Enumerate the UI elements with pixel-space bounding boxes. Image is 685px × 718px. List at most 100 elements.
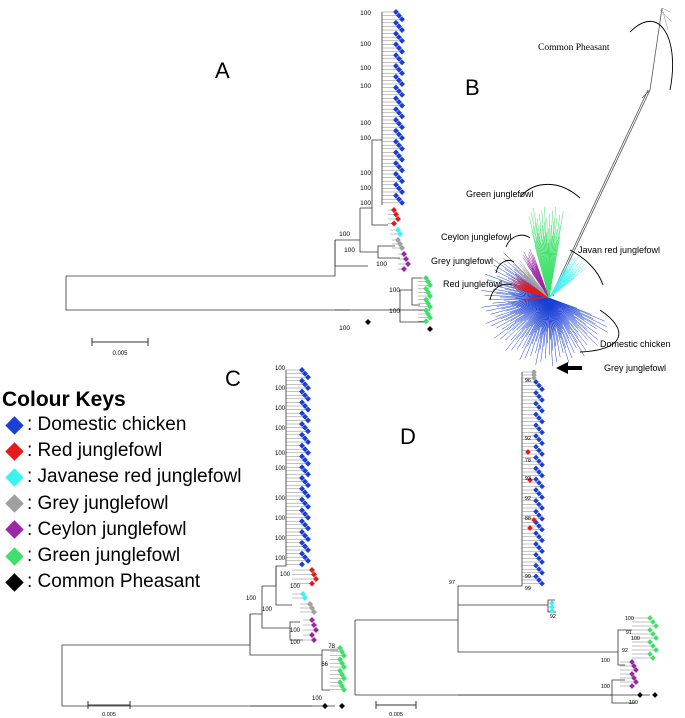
domestic-chicken-tip	[539, 451, 545, 457]
domestic-chicken-tip	[539, 386, 545, 393]
bootstrap-label: 100	[275, 556, 286, 562]
domestic-chicken-tip	[536, 469, 542, 475]
bootstrap-label: 78	[328, 644, 335, 650]
domestic-chicken-tip	[536, 479, 542, 486]
bootstrap-label: 100	[275, 451, 286, 457]
domestic-chicken-tip	[536, 577, 542, 583]
ceylon-junglefowl-tip	[631, 675, 637, 681]
panel-c-branches	[61, 370, 338, 707]
legend-item-label: : Javanese red junglefowl	[27, 466, 242, 488]
grey-junglefowl-branch	[519, 259, 550, 299]
panel-c-bootstrap-labels: 1001001001001001001001001001001001001001…	[246, 366, 336, 702]
panel-b-letter: B	[465, 75, 480, 100]
domestic-chicken-tip	[299, 442, 305, 449]
bootstrap-label: 100	[275, 366, 286, 372]
b-label-ceylon: Ceylon junglefowl	[441, 232, 512, 242]
javan-red-junglefowl-tip	[397, 231, 403, 237]
green-junglefowl-tip	[653, 635, 659, 641]
bootstrap-label: 100	[280, 572, 291, 578]
domestic-chicken-tip	[533, 465, 539, 472]
domestic-chicken-tip	[393, 95, 399, 102]
panel-b-clade-arcs	[489, 20, 674, 353]
green-junglefowl-tip	[650, 619, 656, 625]
domestic-chicken-tip	[536, 555, 542, 562]
domestic-chicken-tip	[536, 425, 542, 432]
bootstrap-label: 97	[449, 580, 455, 586]
bootstrap-label: 66	[321, 662, 328, 668]
domestic-chicken-tip	[396, 77, 402, 84]
domestic-chicken-tip	[533, 573, 539, 580]
domestic-chicken-tip	[393, 127, 399, 134]
diamond-icon	[5, 415, 24, 435]
domestic-chicken-tip	[539, 548, 545, 555]
domestic-chicken-tip	[302, 392, 308, 399]
domestic-chicken-tip	[399, 156, 405, 163]
red-junglefowl-tip	[531, 517, 537, 523]
panel-b-pheasant-branch	[550, 7, 663, 297]
bootstrap-label: 91	[626, 630, 632, 636]
domestic-chicken-tip	[305, 471, 311, 478]
domestic-chicken-tip	[305, 460, 311, 467]
panel-c-letter: C	[225, 366, 241, 391]
legend-item: : Green junglefowl	[0, 543, 290, 569]
bootstrap-label: 100	[629, 700, 638, 706]
domestic-chicken-branch	[481, 297, 550, 308]
bootstrap-label: 93	[525, 476, 531, 482]
domestic-chicken-tip	[299, 453, 305, 460]
bootstrap-label: 100	[389, 287, 400, 294]
common-pheasant-tip	[365, 319, 371, 325]
b-label-green: Green junglefowl	[466, 189, 534, 199]
bootstrap-label: 100	[631, 636, 640, 642]
green-junglefowl-branch	[548, 236, 561, 299]
domestic-chicken-tip	[399, 135, 405, 141]
legend-item-label: : Red junglefowl	[27, 440, 163, 462]
common-pheasant-tip	[322, 703, 328, 709]
domestic-chicken-tip	[396, 88, 402, 95]
green-junglefowl-tip	[647, 639, 653, 645]
domestic-chicken-tip	[302, 435, 308, 442]
domestic-chicken-tip	[302, 457, 308, 463]
bootstrap-label: 78	[525, 458, 531, 464]
panel-a-scale-bar: 0.005	[91, 338, 149, 357]
green-junglefowl-tip	[650, 655, 656, 661]
domestic-chicken-tip	[539, 569, 545, 576]
green-junglefowl-tip	[653, 623, 659, 629]
green-junglefowl-tip	[647, 627, 653, 633]
green-junglefowl-tip	[427, 314, 433, 321]
domestic-chicken-branch	[505, 297, 550, 351]
diamond-icon	[5, 468, 24, 487]
domestic-chicken-tip	[299, 464, 305, 471]
panel-a-scale-label: 0.005	[112, 351, 128, 357]
ceylon-junglefowl-tip	[633, 679, 639, 685]
domestic-chicken-branch	[481, 290, 550, 299]
green-junglefowl-tip	[653, 647, 659, 653]
domestic-chicken-tip	[305, 385, 311, 391]
bootstrap-label: 100	[275, 406, 286, 412]
legend-title: Colour Keys	[2, 388, 126, 411]
bootstrap-label: 100	[275, 466, 286, 472]
bootstrap-label: 100	[360, 200, 371, 207]
b-label-domestic: Domestic chicken	[600, 339, 671, 349]
common-pheasant-tip	[637, 692, 643, 698]
bootstrap-label: 100	[360, 185, 371, 192]
bootstrap-label: 100	[389, 308, 400, 315]
bootstrap-label: 92	[525, 496, 531, 502]
domestic-chicken-tip	[302, 478, 308, 485]
legend-item-label: : Grey junglefowl	[27, 492, 169, 514]
green-junglefowl-tip	[647, 615, 653, 621]
domestic-chicken-tip	[536, 415, 542, 421]
legend-item: : Domestic chicken	[0, 412, 290, 438]
bootstrap-label: 100	[312, 696, 323, 702]
domestic-chicken-tip	[536, 436, 542, 443]
domestic-chicken-tip	[539, 494, 545, 501]
domestic-chicken-tip	[399, 145, 405, 152]
domestic-chicken-tip	[533, 497, 539, 504]
domestic-chicken-tip	[393, 106, 399, 113]
arrow-icon	[556, 362, 582, 374]
domestic-chicken-branch	[548, 297, 553, 367]
bootstrap-label: 96	[525, 378, 531, 384]
ceylon-junglefowl-tip	[629, 659, 635, 665]
ceylon-junglefowl-tip	[311, 622, 317, 628]
